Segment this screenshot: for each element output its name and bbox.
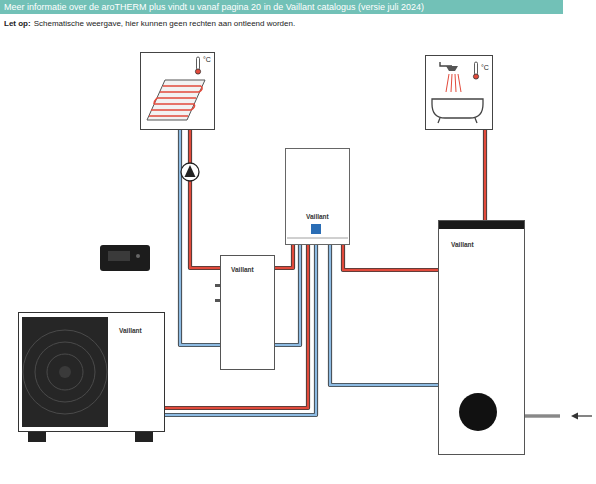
heatpump-foot: [135, 432, 153, 442]
shower-water: [446, 74, 461, 92]
hot-water-cylinder: Vaillant: [438, 220, 525, 455]
pipe-core: [330, 245, 438, 385]
pipe-connector: [165, 245, 308, 408]
pipe-connector: [190, 130, 220, 268]
inlet-arrow: [576, 415, 592, 416]
fan-grille: [22, 317, 108, 427]
pipe-outline: [165, 245, 308, 408]
brand-logo: Vaillant: [231, 266, 254, 273]
unit-ground: [285, 148, 350, 245]
temperature-label: °C: [481, 64, 489, 72]
pipe-outline: [275, 245, 300, 345]
brand-logo: Vaillant: [119, 327, 142, 334]
pump-triangle: [185, 165, 196, 177]
pipe-core: [275, 245, 293, 268]
pipe-outline: [165, 245, 316, 415]
pipe-core: [484, 130, 486, 220]
heatpump-ground: [18, 312, 165, 432]
note-heading: Let op:: [4, 19, 31, 28]
indoor-unit: Vaillant: [285, 148, 350, 245]
thermometer-tube: [475, 62, 478, 75]
cold-water-pipe: [525, 415, 560, 418]
controller: [100, 245, 150, 271]
cylinder-flange: [459, 393, 497, 431]
pipe-connector: [165, 245, 316, 415]
heat-pump: Vaillant: [18, 312, 165, 432]
floor-coil-bend: [154, 86, 202, 110]
fan-ring: [47, 354, 83, 390]
pipe-outline: [180, 130, 220, 345]
fan-ring: [23, 330, 107, 414]
pipe-outline: [330, 245, 438, 385]
shower-pipe: [440, 62, 452, 66]
pipe-core: [180, 130, 220, 345]
pipe-connector: [180, 130, 220, 345]
note-line: Let op:Schematische weergave, hier kunne…: [4, 19, 298, 28]
cold-water-pipe: [525, 415, 560, 417]
buffer-tank: Vaillant: [220, 255, 275, 370]
unit-badge: [311, 224, 321, 234]
pipe-core: [165, 245, 308, 408]
unit-seam: [287, 238, 348, 239]
pipe-core: [190, 130, 220, 268]
floor-slab: [147, 80, 205, 120]
pipe-core: [343, 245, 438, 270]
shower-head: [446, 66, 458, 71]
bathroom-ground: [425, 55, 492, 130]
controller-screen: [108, 251, 130, 261]
thermometer-tube: [197, 57, 200, 70]
floor-coil: [149, 86, 201, 116]
bathtub: [432, 99, 483, 118]
header-bar: Meer informatie over de aroTHERM plus vi…: [0, 0, 563, 14]
fan-ring: [35, 342, 95, 402]
bathtub-feet: [438, 118, 477, 123]
pipe-connector: [343, 245, 438, 270]
pump-symbol: [181, 163, 199, 181]
pipe-connector: [275, 245, 293, 268]
controller-knob: [136, 254, 140, 258]
pipe-outline: [483, 130, 487, 220]
pipe-connector: [275, 245, 300, 345]
pipe-outline: [190, 130, 220, 268]
bathroom-box: °C: [425, 55, 493, 130]
temperature-label: °C: [203, 56, 211, 64]
brand-logo: Vaillant: [451, 241, 474, 248]
fan-hub: [59, 366, 71, 378]
pipe-connector: [330, 245, 438, 385]
floor-heating-ground: [140, 52, 214, 130]
pipe-core: [165, 245, 316, 415]
pipe-connector: [485, 130, 486, 220]
pipe-core: [275, 245, 300, 345]
thermometer-bulb: [195, 69, 200, 74]
cylinder-ground: [438, 220, 525, 455]
brand-logo: Vaillant: [306, 213, 329, 220]
pipe-outline: [343, 245, 438, 270]
floor-heating-box: °C: [140, 52, 215, 130]
pipe-outline: [275, 245, 293, 268]
header-title: Meer informatie over de aroTHERM plus vi…: [0, 0, 563, 14]
thermometer-bulb: [473, 74, 478, 79]
note-text: Schematische weergave, hier kunnen geen …: [34, 19, 296, 28]
buffer-ground: [220, 255, 275, 370]
heatpump-foot: [28, 432, 46, 442]
inlet-arrowhead: [571, 413, 578, 420]
cylinder-lid: [438, 220, 525, 229]
